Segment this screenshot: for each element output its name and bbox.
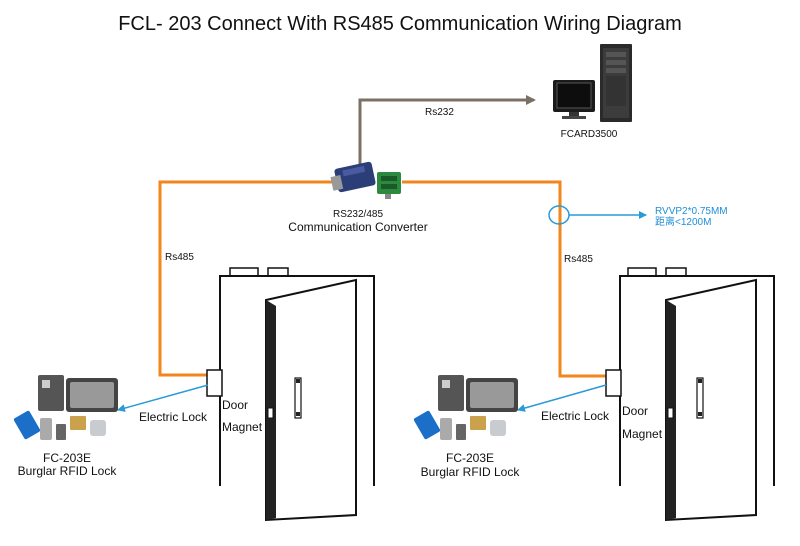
rs232-485-converter-icon <box>330 161 401 199</box>
electric-lock-pointer-left <box>117 384 209 412</box>
door-icon <box>619 267 775 522</box>
cable-spec-line2: 距离<1200M <box>655 215 711 228</box>
rs485-wire-left <box>158 180 337 377</box>
rs232-label: Rs232 <box>425 107 454 118</box>
door-magnet-right <box>605 369 622 397</box>
cable-spec-line1: RVVP2*0.75MM <box>655 206 728 217</box>
door-magnet-left <box>206 369 223 397</box>
electric-lock-left-label: Electric Lock <box>139 410 208 424</box>
electric-lock-pointer-right <box>517 384 607 412</box>
rfid-lock-kit-icon <box>413 375 518 440</box>
desktop-computer-icon <box>553 44 632 122</box>
door-left-label: Door <box>222 398 248 412</box>
magnet-right-label: Magnet <box>622 427 663 441</box>
converter-name-label: Communication Converter <box>288 220 427 234</box>
rfid-lock-kit-icon <box>13 375 118 440</box>
lock-name-right: Burglar RFID Lock <box>421 465 521 479</box>
fcard-label: FCARD3500 <box>561 129 618 140</box>
diagram-title: FCL- 203 Connect With RS485 Communicatio… <box>118 13 682 35</box>
lock-model-right: FC-203E <box>446 451 494 465</box>
rs485-left-label: Rs485 <box>165 252 194 263</box>
rs232-wire <box>358 95 536 176</box>
electric-lock-right-label: Electric Lock <box>541 409 610 423</box>
lock-name-left: Burglar RFID Lock <box>18 464 118 478</box>
rs485-right-label: Rs485 <box>564 254 593 265</box>
door-icon <box>219 267 375 522</box>
magnet-left-label: Magnet <box>222 420 263 434</box>
rs485-wire-right <box>402 180 606 378</box>
door-right-label: Door <box>622 404 648 418</box>
lock-model-left: FC-203E <box>43 451 91 465</box>
converter-model-label: RS232/485 <box>333 209 383 220</box>
